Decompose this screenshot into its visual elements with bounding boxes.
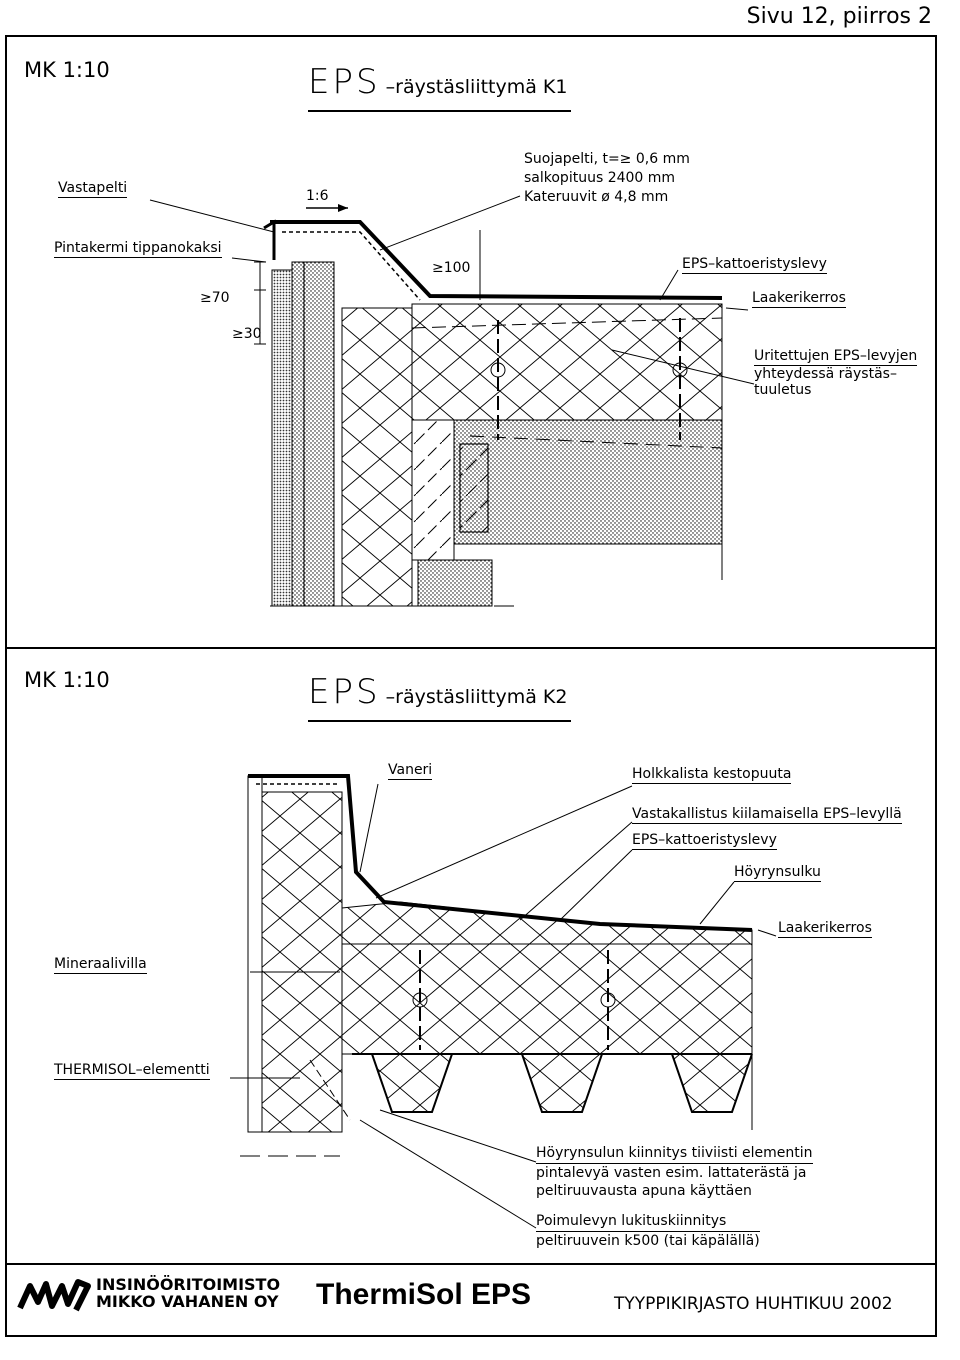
k1-label-eps-kattoeristyslevy: EPS–kattoeristyslevy xyxy=(682,256,827,274)
k1-suojapelti-line2: salkopituus 2400 mm xyxy=(524,170,676,186)
k2-label-hoyrynsulun-kiinnitys: Höyrynsulun kiinnitys tiiviisti elementi… xyxy=(536,1144,813,1200)
mv-logo-icon xyxy=(17,1279,91,1312)
k1-section-drawing xyxy=(149,195,755,607)
k2-poimulevyn-line1: Poimulevyn lukituskiinnitys xyxy=(536,1212,760,1232)
sheet-frame xyxy=(5,35,937,1337)
k1-dim-70: ≥70 xyxy=(200,290,230,306)
k2-kiinnitys-line1: Höyrynsulun kiinnitys tiiviisti elementi… xyxy=(536,1144,813,1164)
k2-label-vaneri: Vaneri xyxy=(388,762,433,780)
k1-uritettujen-line1: Uritettujen EPS–levyjen xyxy=(754,348,918,366)
k1-label-vastapelti: Vastapelti xyxy=(58,180,128,198)
k1-uritettujen-line2: yhteydessä räystäs– xyxy=(754,366,897,382)
k2-label-holkkalista: Holkkalista kestopuuta xyxy=(632,766,792,784)
k1-label-pintakermi: Pintakermi tippanokaksi xyxy=(54,240,222,258)
k1-dim-30: ≥30 xyxy=(232,326,262,342)
k1-label-uritettujen: Uritettujen EPS–levyjen yhteydessä räyst… xyxy=(754,348,918,398)
k1-label-suojapelti: Suojapelti, t=≥ 0,6 mm salkopituus 2400 … xyxy=(524,150,690,207)
k1-suojapelti-line3: Kateruuvit ø 4,8 mm xyxy=(524,189,669,205)
k1-label-laakerikerros: Laakerikerros xyxy=(752,290,846,308)
k1-title-rest: –räystäsliittymä K1 xyxy=(385,76,568,98)
office-name: INSINÖÖRITOIMISTO MIKKO VAHANEN OY xyxy=(96,1276,280,1310)
page-label: Sivu 12, piirros 2 xyxy=(746,4,932,29)
k2-scale: MK 1:10 xyxy=(24,668,110,692)
office-line2: MIKKO VAHANEN OY xyxy=(96,1292,279,1311)
k2-label-laakerikerros: Laakerikerros xyxy=(778,920,872,938)
k2-label-eps-kattoeristyslevy: EPS–kattoeristyslevy xyxy=(632,832,777,850)
k1-suojapelti-line1: Suojapelti, t=≥ 0,6 mm xyxy=(524,151,690,167)
k2-title-rest: –räystäsliittymä K2 xyxy=(385,686,568,708)
office-line1: INSINÖÖRITOIMISTO xyxy=(96,1275,281,1294)
k1-title: EPS –räystäsliittymä K1 xyxy=(308,62,572,112)
k1-uritettujen-line3: tuuletus xyxy=(754,382,812,398)
k2-section-drawing xyxy=(230,774,777,1229)
k2-label-vastakallistus: Vastakallistus kiilamaisella EPS–levyllä xyxy=(632,806,902,824)
k1-title-main: EPS xyxy=(308,62,381,102)
k1-scale: MK 1:10 xyxy=(24,58,110,82)
k2-kiinnitys-line2: pintalevyä vasten esim. lattaterästä ja xyxy=(536,1165,807,1181)
k1-dim-100: ≥100 xyxy=(432,260,471,276)
k1-slope: 1:6 xyxy=(306,188,329,204)
k2-poimulevyn-line2: peltiruuvein k500 (tai käpälällä) xyxy=(536,1233,760,1249)
k2-title-main: EPS xyxy=(308,672,381,712)
k2-label-thermisol-elementti: THERMISOL–elementti xyxy=(54,1062,210,1080)
k2-label-hoyrynsulku: Höyrynsulku xyxy=(734,864,821,882)
k2-title: EPS –räystäsliittymä K2 xyxy=(308,672,572,722)
library-note: TYYPPIKIRJASTO HUHTIKUU 2002 xyxy=(614,1294,893,1314)
k2-kiinnitys-line3: peltiruuvausta apuna käyttäen xyxy=(536,1183,752,1199)
brand-name: ThermiSol EPS xyxy=(316,1278,532,1311)
k2-label-mineraalivilla: Mineraalivilla xyxy=(54,956,147,974)
k2-label-poimulevyn: Poimulevyn lukituskiinnitys peltiruuvein… xyxy=(536,1212,760,1250)
